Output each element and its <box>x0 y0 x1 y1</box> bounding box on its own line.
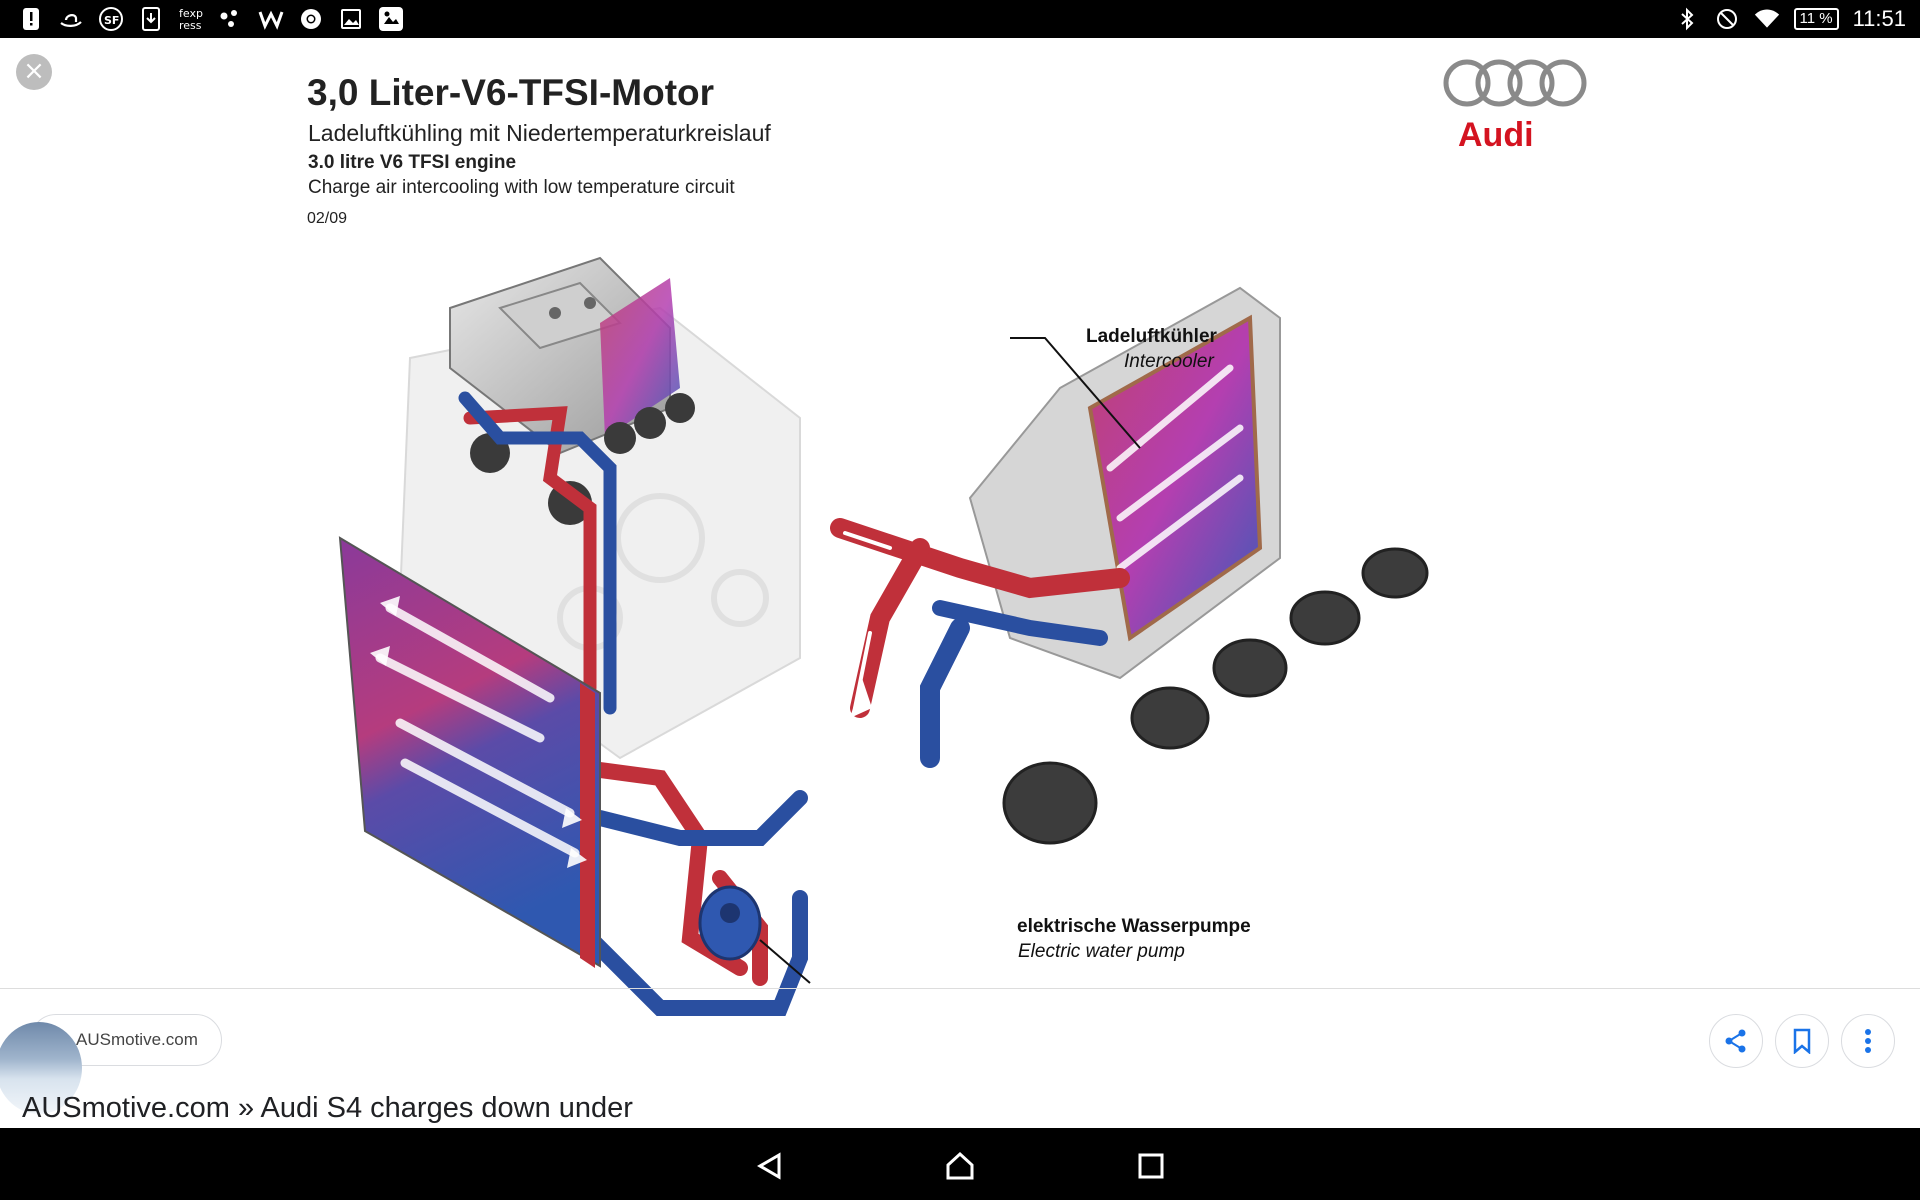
audi-rings-logo <box>1443 59 1587 107</box>
back-button[interactable] <box>750 1148 790 1184</box>
document-subtitle-de: Ladeluftkühling mit Niedertemperaturkrei… <box>308 120 771 146</box>
recents-square-icon <box>1138 1153 1164 1179</box>
w-icon <box>258 6 284 32</box>
home-button[interactable] <box>940 1148 980 1184</box>
electric-water-pump <box>698 885 811 984</box>
alert-icon <box>18 6 44 32</box>
audi-wordmark: Audi <box>1458 116 1534 154</box>
system-icons: 11 % 11:51 <box>1674 4 1906 34</box>
back-triangle-icon <box>757 1152 781 1180</box>
image-viewer: × 3,0 Liter-V6-TFSI-Motor Ladeluftkühlin… <box>0 38 1920 1016</box>
bookmark-icon <box>1793 1028 1811 1054</box>
source-thumbnail[interactable] <box>0 1022 82 1114</box>
document-code: 02/09 <box>307 210 348 227</box>
engine-diagram <box>338 256 1429 1016</box>
bluetooth-icon <box>1674 6 1700 32</box>
low-temp-radiator <box>338 536 601 968</box>
download-icon <box>138 6 164 32</box>
recents-button[interactable] <box>1131 1148 1171 1184</box>
intercooler-label-de: Ladeluftkühler <box>1086 326 1217 347</box>
intercooler-label-en: Intercooler <box>1124 351 1214 372</box>
svg-text:fexp: fexp <box>179 7 203 20</box>
sf-icon: SF <box>98 6 124 32</box>
image-caption[interactable]: AUSmotive.com » Audi S4 charges down und… <box>22 1092 633 1124</box>
navigation-bar <box>0 1128 1920 1200</box>
more-vert-icon <box>1865 1029 1871 1053</box>
close-button[interactable]: × <box>16 54 52 90</box>
bookmark-button[interactable] <box>1775 1014 1829 1068</box>
more-options-button[interactable] <box>1841 1014 1895 1068</box>
svg-text:SF: SF <box>104 14 119 27</box>
wifi-icon <box>1754 6 1780 32</box>
water-pump-label-de: elektrische Wasserpumpe <box>1017 916 1251 937</box>
document-title-en: 3.0 litre V6 TFSI engine <box>308 152 517 173</box>
battery-indicator: 11 % <box>1793 8 1839 30</box>
chrome-icon <box>298 6 324 32</box>
share-icon <box>1725 1029 1746 1053</box>
document-subtitle-en: Charge air intercooling with low tempera… <box>308 177 735 198</box>
image-icon <box>338 6 364 32</box>
dots-icon <box>218 6 244 32</box>
water-pump-label-en: Electric water pump <box>1018 941 1185 962</box>
home-icon <box>946 1151 974 1180</box>
source-site[interactable]: AUSmotive.com <box>76 1030 198 1049</box>
clock: 11:51 <box>1852 6 1906 31</box>
right-charge-air-pipes <box>830 518 1130 768</box>
document-title: 3,0 Liter-V6-TFSI-Motor <box>307 72 715 113</box>
amazon-icon <box>58 6 84 32</box>
do-not-disturb-icon <box>1714 6 1740 32</box>
svg-text:ress: ress <box>179 19 202 32</box>
share-button[interactable] <box>1709 1014 1763 1068</box>
divider <box>0 988 1920 989</box>
photo-icon <box>378 6 404 32</box>
